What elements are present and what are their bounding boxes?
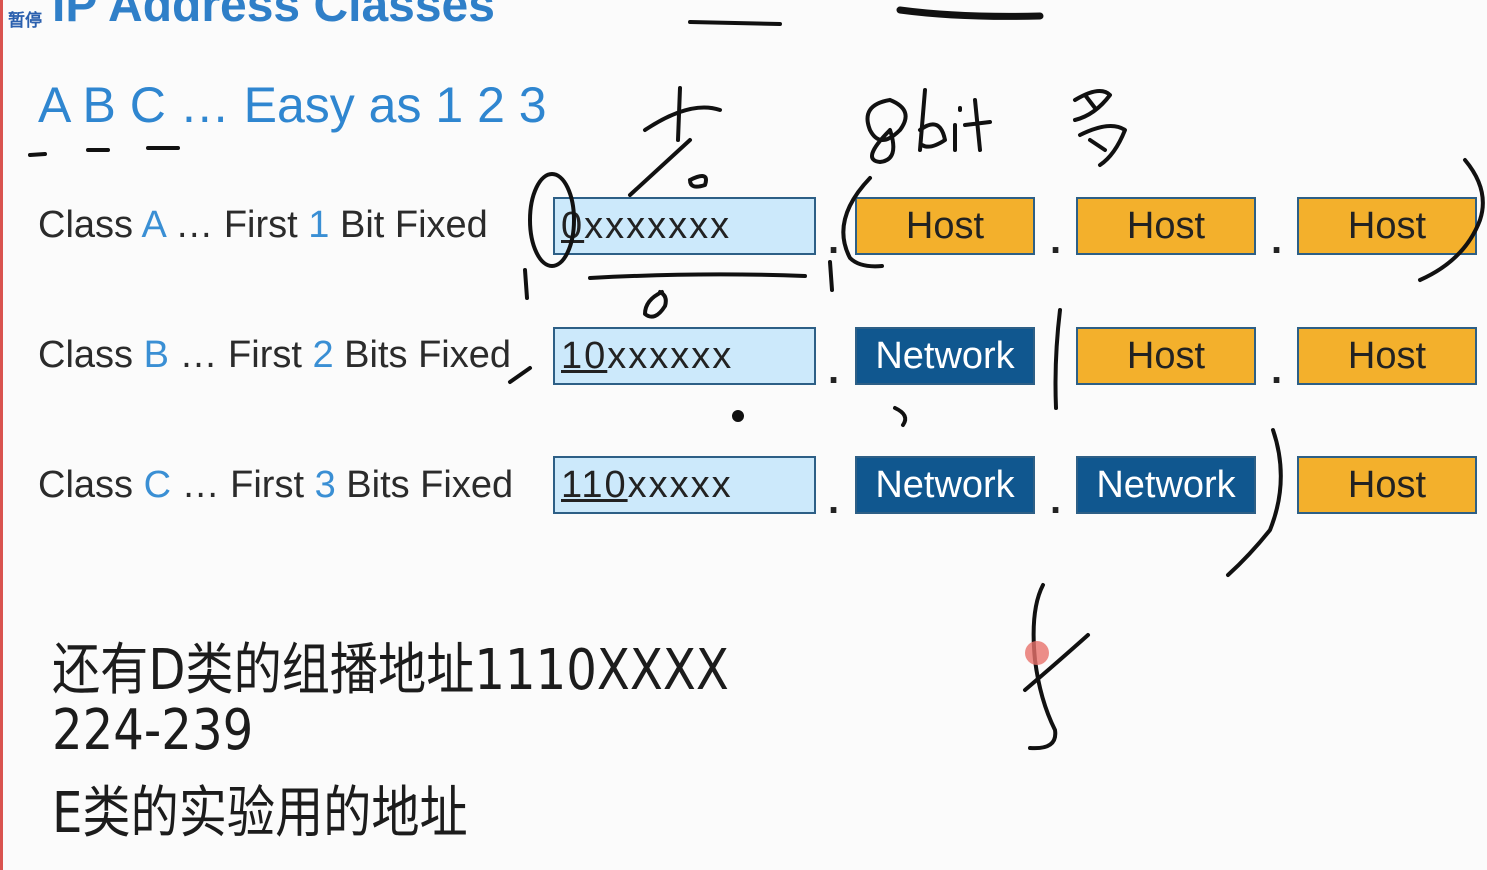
dot-separator: . <box>828 348 840 392</box>
dot-separator: . <box>828 478 840 522</box>
class-c-label: Class C … First 3 Bits Fixed <box>38 464 514 506</box>
note-class-e: E类的实验用的地址 <box>52 781 468 846</box>
class-b-label: Class B … First 2 Bits Fixed <box>38 334 512 376</box>
class-c-octet-4: Host <box>1297 456 1477 514</box>
class-c-octet-3: Network <box>1076 456 1256 514</box>
class-b-octet-2: Network <box>855 327 1035 385</box>
class-b-octet-3: Host <box>1076 327 1256 385</box>
pause-badge[interactable]: 暂停 <box>8 11 42 30</box>
dot-separator: . <box>1050 478 1062 522</box>
dot-separator: . <box>1050 218 1062 262</box>
class-a-octet-2: Host <box>855 197 1035 255</box>
class-b-octet-4: Host <box>1297 327 1477 385</box>
note-range: 224-239 <box>52 698 254 763</box>
note-class-d: 还有D类的组播地址1110XXXX <box>52 638 729 703</box>
class-c-octet-2: Network <box>855 456 1035 514</box>
class-a-label: Class A … First 1 Bit Fixed <box>38 204 488 246</box>
dot-separator: . <box>1271 218 1283 262</box>
class-a-octet-3: Host <box>1076 197 1256 255</box>
dot-separator: . <box>828 218 840 262</box>
dot-separator: . <box>1271 348 1283 392</box>
slide-subtitle: A B C … Easy as 1 2 3 <box>38 77 547 133</box>
class-a-octet-4: Host <box>1297 197 1477 255</box>
slide-title: IP Address Classes <box>52 0 495 32</box>
left-edge-bar <box>0 0 3 870</box>
